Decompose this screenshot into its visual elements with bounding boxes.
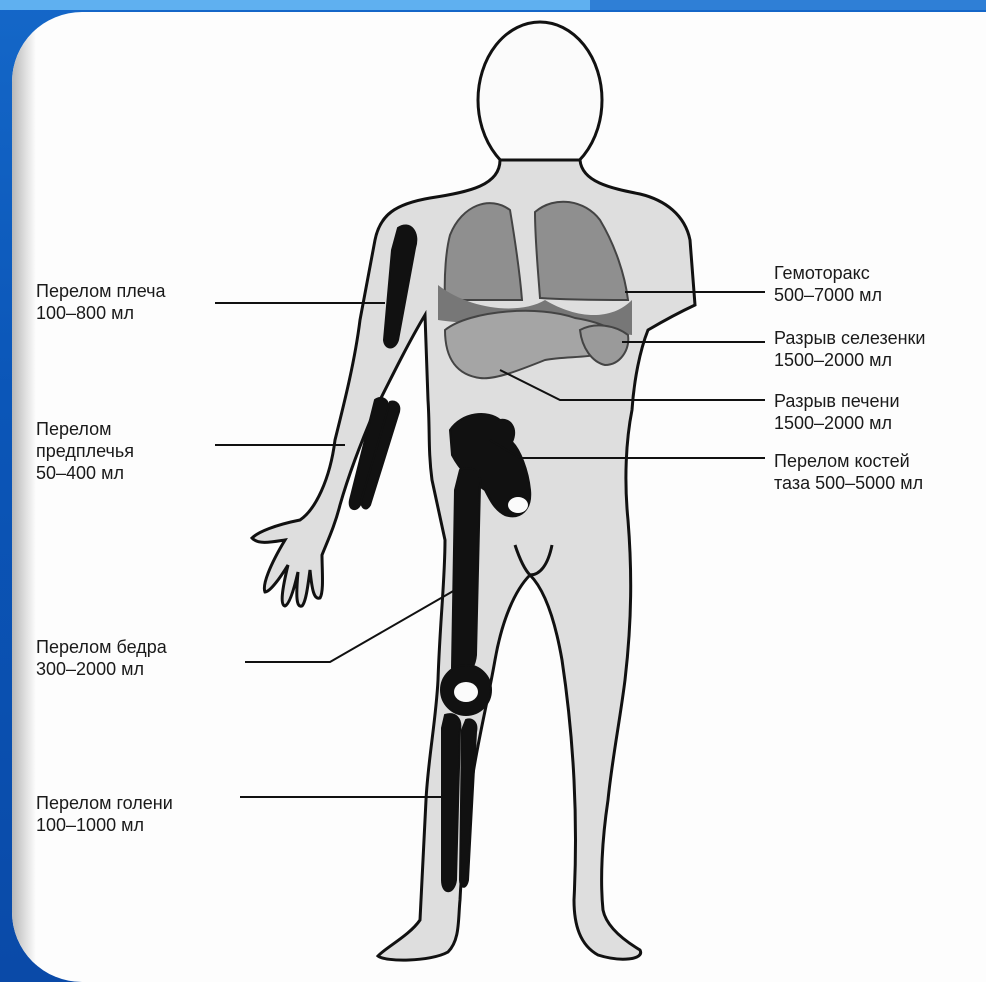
line-thigh bbox=[245, 590, 455, 662]
top-bar-accent bbox=[0, 0, 590, 10]
label-liver-rupture: Разрыв печени 1500–2000 мл bbox=[774, 390, 900, 434]
hip-joint bbox=[508, 497, 528, 513]
label-pelvis-fracture: Перелом костей таза 500–5000 мл bbox=[774, 450, 923, 494]
label-spleen-rupture: Разрыв селезенки 1500–2000 мл bbox=[774, 327, 925, 371]
label-forearm-fracture: Перелом предплечья 50–400 мл bbox=[36, 418, 134, 484]
label-shoulder-fracture: Перелом плеча 100–800 мл bbox=[36, 280, 166, 324]
content-panel bbox=[12, 12, 986, 982]
human-body-diagram bbox=[12, 12, 986, 982]
kneecap bbox=[454, 682, 478, 702]
label-thigh-fracture: Перелом бедра 300–2000 мл bbox=[36, 636, 167, 680]
label-shin-fracture: Перелом голени 100–1000 мл bbox=[36, 792, 173, 836]
label-hemothorax: Гемоторакс 500–7000 мл bbox=[774, 262, 882, 306]
